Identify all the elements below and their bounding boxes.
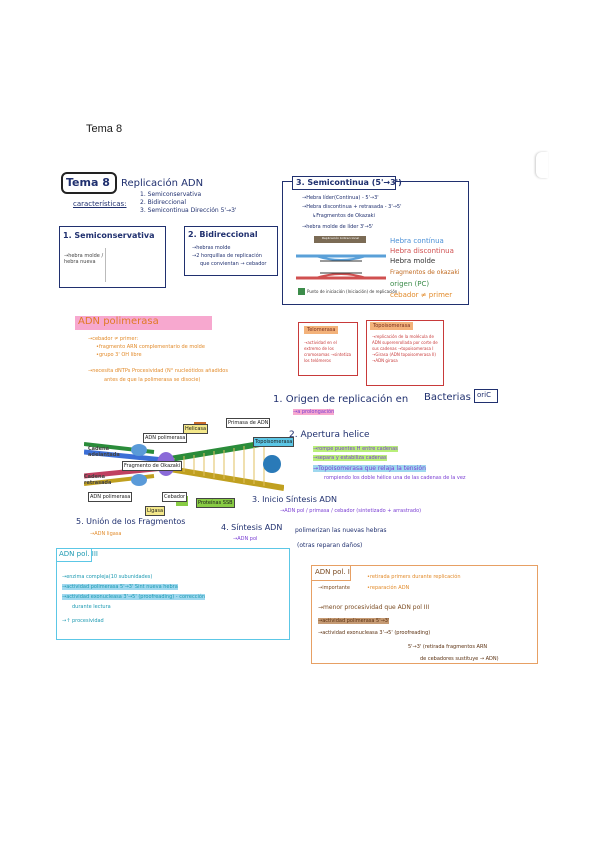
caracteristicas-label: características: xyxy=(73,200,127,208)
step-origen-label: 1. Origen de replicación en xyxy=(273,394,409,405)
caracteristicas-item: 1. Semiconservativa xyxy=(140,191,202,198)
topoisomerasa-box xyxy=(366,320,444,386)
adn-polimerasa-title: ADN polimerasa xyxy=(75,316,212,330)
fork-label-okazaki: Fragmento de Okazaki xyxy=(122,461,183,471)
legend-item: cebador ≠ primer xyxy=(390,291,453,299)
adn-pol-i-line: →menor procesividad que ADN pol III xyxy=(318,604,430,611)
fork-label-topoisomerasa: Topoisomerasa xyxy=(253,437,295,447)
fork-label-cebador: Cebador xyxy=(162,492,188,502)
adn-polimerasa-line: •grupo 3' OH libre xyxy=(96,352,142,358)
bidireccional-line: →hebras molde xyxy=(192,245,231,251)
adn-pol-iii-title: ADN pol. III xyxy=(59,550,98,558)
header-title: Replicación ADN xyxy=(121,178,204,189)
fork-label-helicasa: Helicasa xyxy=(183,424,209,434)
bidireccional-line: que convientan → cebador xyxy=(200,261,267,267)
legend-item: Fragmentos de okazaki xyxy=(390,269,460,276)
step-origen-emph: Bacterias xyxy=(424,392,471,403)
fork-label-ligasa: Ligasa xyxy=(145,506,166,516)
adn-pol-i-line: →actividad exonucleasa 3'→5' (proofreadi… xyxy=(318,630,431,636)
step-inicio-label: 3. Inicio Síntesis ADN xyxy=(252,495,338,504)
bidireccional-line: →2 horquillas de replicación xyxy=(192,253,262,259)
adn-pol-i-title-box xyxy=(311,565,351,581)
step-origen-box: oriC xyxy=(477,391,491,399)
fork-label-adn-polimerasa-2: ADN polimerasa xyxy=(88,492,133,502)
adn-pol-iii-line: durante lectura xyxy=(72,604,111,610)
step-apertura-line: →Topoisomerasa que relaja la tensión xyxy=(313,465,426,472)
adn-pol-i-line: →actividad polimerasa 5'→3' xyxy=(318,618,390,624)
semiconservativa-title: 1. Semiconservativa xyxy=(63,231,155,240)
step-union-sub: →ADN ligasa xyxy=(90,531,122,537)
adn-polimerasa-line: →cebador ≠ primer: xyxy=(88,336,139,342)
page-title: Tema 8 xyxy=(86,123,123,135)
legend-item: origen (PC) xyxy=(390,280,430,288)
oric-box xyxy=(474,389,498,403)
tema-badge-label: Tema 8 xyxy=(66,176,110,189)
step-sintesis-label: 4. Síntesis ADN xyxy=(221,523,283,532)
step-sintesis-note2: (otras reparan daños) xyxy=(297,542,363,549)
topoisomerasa-title: Topoisomerasa xyxy=(370,322,414,330)
adn-polimerasa-line: antes de que la polimerasa se disocie) xyxy=(104,377,201,383)
step-origen-sub: →a prolongación xyxy=(293,409,335,415)
legend-item: Hebra discontinua xyxy=(390,247,454,255)
semicontinua-line: →Hebra discontinua + retrasada - 3'→5' xyxy=(302,204,402,210)
step-sintesis-sub: →ADN pol xyxy=(233,536,258,542)
legend-item: Hebra molde xyxy=(390,257,436,265)
adn-pol-iii-line: →actividad exonucleasa 3'→5' (proofreadi… xyxy=(62,594,206,600)
diagram-caption: Punto de iniciación (Iniciación) de repl… xyxy=(307,289,398,294)
adn-pol-iii-box xyxy=(56,548,290,640)
semicontinua-line: ↳Fragmentos de Okazaki xyxy=(312,213,375,219)
adn-pol-i-line: de cebadores sustituye → ADN) xyxy=(420,656,499,662)
semicontinua-line: →Hebra líder(Continua) - 5'→3' xyxy=(302,195,379,201)
adn-pol-i-box xyxy=(311,565,538,664)
fork-label-ssb: Proteínas SSB xyxy=(196,498,235,508)
tema-badge xyxy=(61,172,117,194)
side-tab xyxy=(536,152,548,178)
step-sintesis-note1: polimerizan las nuevas hebras xyxy=(295,527,387,534)
step-union-label: 5. Unión de los Fragmentos xyxy=(76,517,186,526)
bidirectional-replication-diagram xyxy=(296,236,386,295)
semiconservativa-box xyxy=(59,226,166,288)
fork-label-primasa: Primasa de ADN xyxy=(226,418,271,428)
legend-item: Hebra contínua xyxy=(390,237,444,245)
adn-pol-iii-line: →actividad polimerasa 5'→3' Sint nueva h… xyxy=(62,584,178,590)
fork-label-cadena-adelantada: Cadena adelantada xyxy=(88,446,120,458)
adn-pol-iii-line: →↑ procesividad xyxy=(62,618,104,624)
adn-pol-i-line: •retirada primers durante replicación xyxy=(367,574,461,580)
bidireccional-box xyxy=(184,226,278,276)
adn-pol-i-line: →importante xyxy=(318,585,350,591)
telomerasa-box xyxy=(298,322,358,376)
telomerasa-title: Telomerasa xyxy=(304,326,339,334)
semiconservativa-note: →hebra molde / hebra nueva xyxy=(64,253,104,265)
adn-pol-iii-line: →enzima compleja(10 subunidades) xyxy=(62,574,153,580)
bidireccional-title: 2. Bidireccional xyxy=(188,230,258,239)
fork-label-cadena-retrasada: Cadena retrasada xyxy=(84,474,112,486)
topoisomerasa-note: →replicación de la molécula de ADN super… xyxy=(372,334,438,363)
adn-pol-i-title: ADN pol. I xyxy=(315,568,350,576)
step-apertura-line: →separa y estabiliza cadenas xyxy=(313,455,387,461)
semicontinua-line: →hebra molde de líder 3'→5' xyxy=(302,224,374,230)
semiconservativa-diagram xyxy=(105,248,161,282)
step-apertura-line: →rompe puentes H entre cadenas xyxy=(313,446,398,452)
caracteristicas-item: 2. Bidireccional xyxy=(140,199,186,206)
diagram-top-label: Replicación bidireccional xyxy=(322,236,360,240)
fork-label-adn-polimerasa: ADN polimerasa xyxy=(143,433,188,443)
step-inicio-sub: →ADN pol / primasa / cebador (sintetizad… xyxy=(280,508,422,514)
caracteristicas-item: 3. Semicontinua Dirección 5'→3' xyxy=(140,207,237,214)
semicontinua-title-box xyxy=(292,176,396,190)
telomerasa-note: →actividad en el extremo de los cromosom… xyxy=(304,340,352,363)
adn-pol-iii-title-box xyxy=(56,548,92,562)
step-apertura-label: 2. Apertura helice xyxy=(289,430,370,440)
adn-pol-i-line: •reparación ADN xyxy=(367,585,410,591)
semicontinua-title: 3. Semicontinua (5'→3') xyxy=(296,178,402,187)
step-apertura-line: rompiendo los doble hélice una de las ca… xyxy=(324,475,466,481)
adn-pol-i-line: 5'→3' (retirada fragmentos ARN xyxy=(408,644,488,650)
adn-polimerasa-line: •fragmento ARN complementario de molde xyxy=(96,344,205,350)
adn-polimerasa-line: →necesita dNTPs Procesividad (N° nucleót… xyxy=(88,368,228,374)
